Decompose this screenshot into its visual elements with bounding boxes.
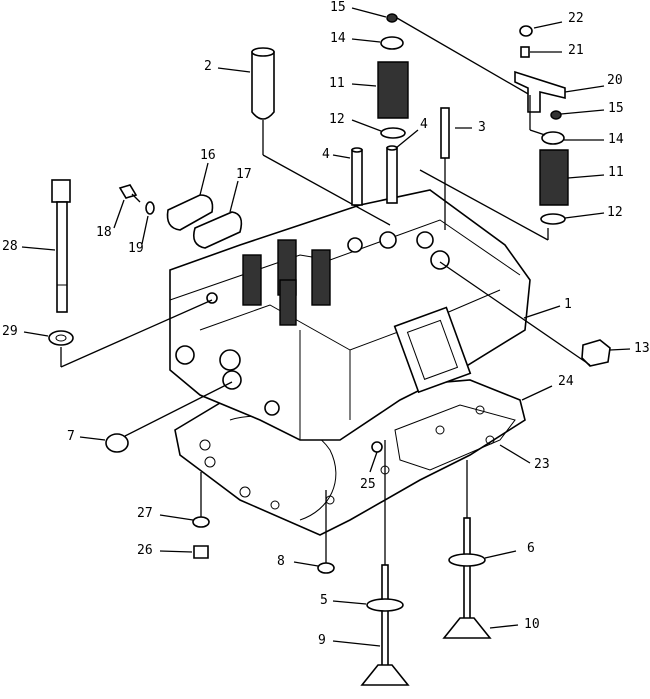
label-part-8: 8 (277, 554, 285, 569)
label-part-2: 2 (204, 59, 212, 74)
part-13-nut (439, 261, 631, 367)
leader-1 (523, 305, 561, 319)
cylinder-head (169, 189, 531, 441)
label-part-28: 28 (2, 239, 18, 254)
label-part-12-right: 12 (607, 205, 623, 220)
label-part-17: 17 (236, 167, 252, 182)
label-part-14-left: 14 (330, 31, 346, 46)
label-part-1: 1 (564, 297, 572, 312)
parts-18-19-bolt (113, 184, 155, 245)
label-part-16: 16 (200, 148, 216, 163)
label-part-10: 10 (524, 617, 540, 632)
label-part-11-left: 11 (329, 76, 345, 91)
label-part-6: 6 (527, 541, 535, 556)
label-part-4-right: 4 (420, 117, 428, 132)
leader-23 (499, 444, 531, 464)
label-part-7: 7 (67, 429, 75, 444)
parts-26-27 (159, 472, 210, 559)
part-4-guides (332, 129, 419, 206)
leader-24 (521, 385, 553, 401)
label-part-24: 24 (558, 374, 574, 389)
part-2-sleeve (217, 47, 391, 226)
right-rocker-assembly (419, 21, 605, 241)
label-part-13: 13 (634, 341, 650, 356)
label-part-5: 5 (320, 593, 328, 608)
label-part-23: 23 (534, 457, 550, 472)
label-part-9: 9 (318, 633, 326, 648)
intake-valve-5-9 (332, 440, 410, 686)
label-part-14-right: 14 (608, 132, 624, 147)
label-part-3: 3 (478, 120, 486, 135)
label-part-25: 25 (360, 477, 376, 492)
label-part-19: 19 (128, 241, 144, 256)
label-part-4-left: 4 (322, 147, 330, 162)
part-25-dowel (369, 441, 383, 473)
installed-valve-springs (242, 239, 331, 326)
label-part-27: 27 (137, 506, 153, 521)
label-part-15-left: 15 (330, 0, 346, 15)
label-part-12-left: 12 (329, 112, 345, 127)
label-part-21: 21 (568, 43, 584, 58)
label-part-29: 29 (2, 324, 18, 339)
parts-16-17-cover (166, 162, 243, 249)
label-part-18: 18 (96, 225, 112, 240)
exhaust-valve-6-10 (442, 460, 519, 639)
label-part-20: 20 (607, 73, 623, 88)
label-part-26: 26 (137, 543, 153, 558)
part-8-pin (293, 490, 335, 574)
left-spring-stack (351, 7, 531, 139)
part-7-plug (79, 381, 233, 453)
part-3-push-rod (440, 107, 472, 230)
label-part-15-right: 15 (608, 101, 624, 116)
label-part-22: 22 (568, 11, 584, 26)
part-28-head-bolt (21, 179, 213, 368)
label-part-11-right: 11 (608, 165, 624, 180)
